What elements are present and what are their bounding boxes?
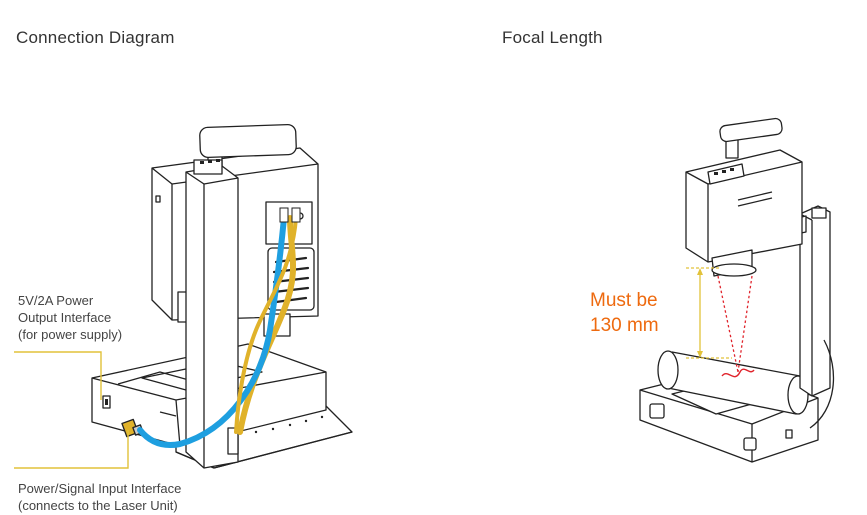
- vertical-tower: [185, 165, 239, 469]
- focal-measurement: [686, 267, 732, 359]
- laser-beam: [717, 275, 753, 373]
- focal-label-line1: Must be: [590, 290, 658, 311]
- focal-length-title: Focal Length: [502, 28, 603, 47]
- laser-engraver-left: [91, 123, 353, 469]
- cables: [137, 215, 298, 448]
- power-input-callout: Power/Signal Input Interface (connects t…: [18, 480, 181, 514]
- power-output-line1: 5V/2A Power: [18, 293, 94, 308]
- focal-label-line2: 130 mm: [590, 315, 659, 336]
- laser-engraver-right: [639, 117, 835, 463]
- right-laser-head: [685, 149, 803, 263]
- laser-mark: [721, 368, 755, 378]
- leader-lines: [14, 351, 129, 469]
- right-top-handle: [719, 117, 783, 143]
- connection-diagram-title: Connection Diagram: [16, 28, 175, 47]
- power-output-line2: Output Interface: [18, 310, 112, 325]
- power-output-callout: 5V/2A Power Output Interface (for power …: [18, 292, 122, 343]
- blue-cable: [137, 215, 287, 448]
- power-output-line3: (for power supply): [18, 327, 123, 342]
- power-input-line1: Power/Signal Input Interface: [18, 481, 182, 496]
- power-input-line2: (connects to the Laser Unit): [18, 498, 178, 513]
- top-handle: [199, 123, 297, 159]
- right-tower: [799, 205, 831, 397]
